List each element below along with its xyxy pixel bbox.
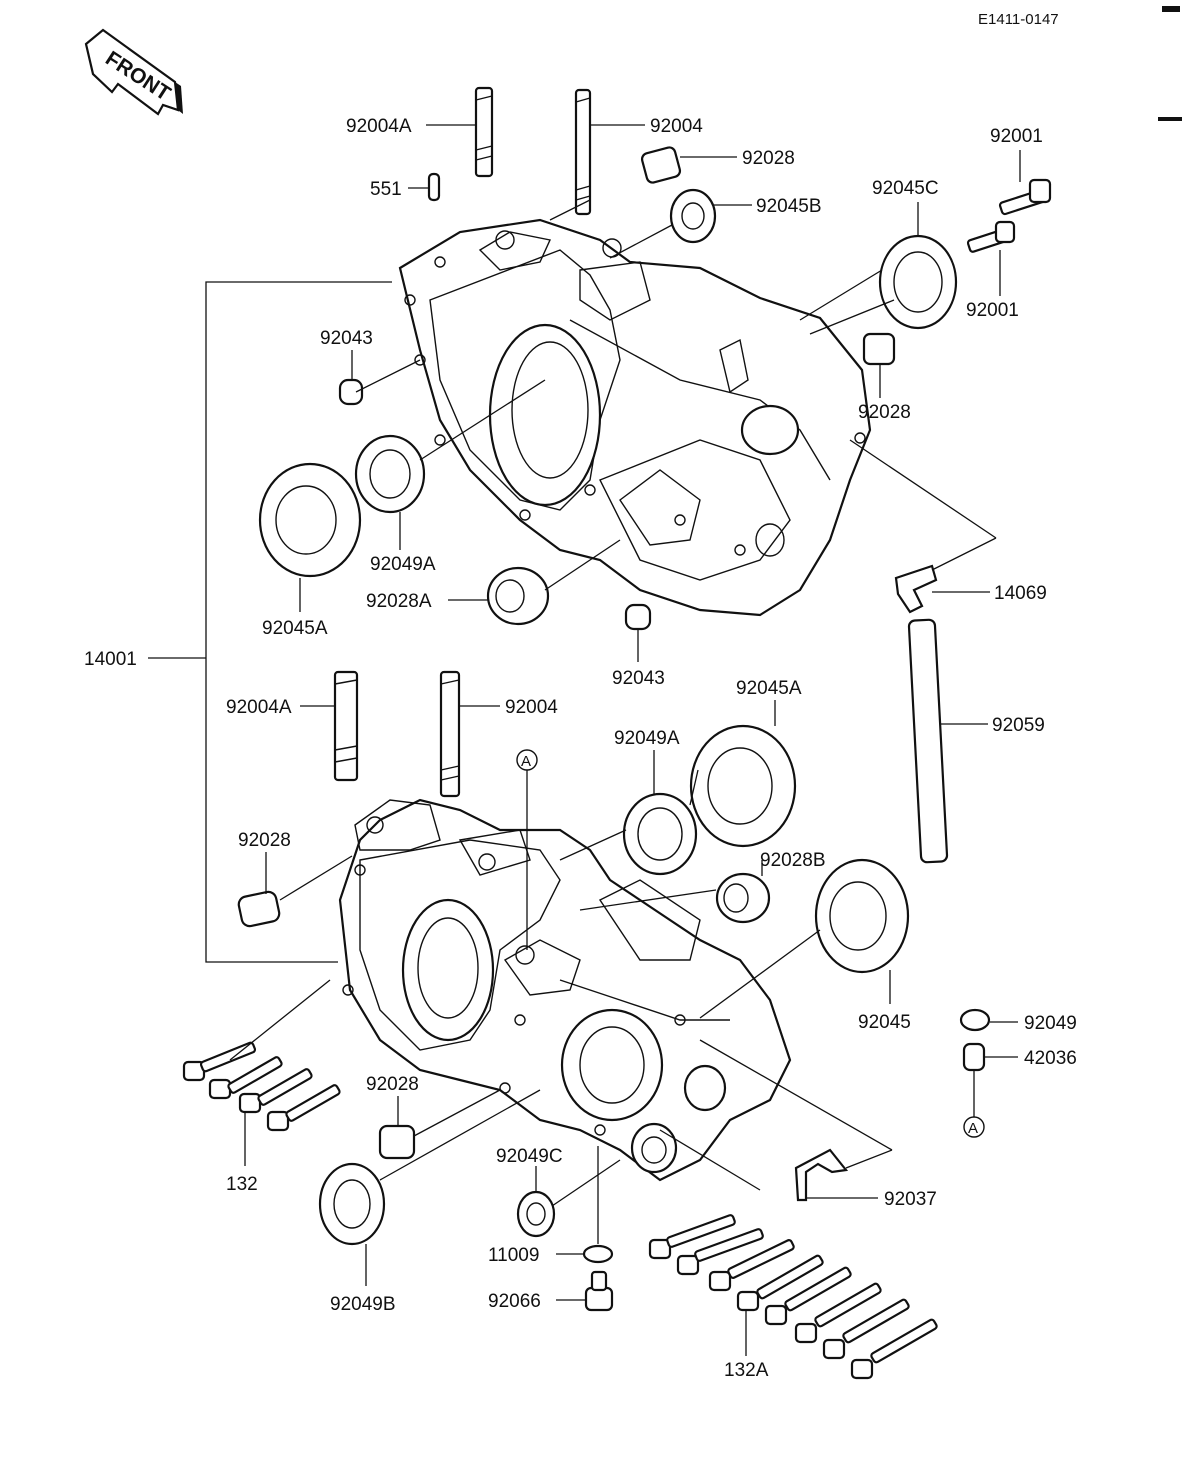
part-label-92028-left: 92028 [238,830,291,851]
bearing-92045A-upper [258,462,362,578]
part-label-551: 551 [370,179,402,200]
bearing-92045B [669,188,717,244]
reference-marker-a-label: A [521,753,531,770]
part-label-92028A: 92028A [366,591,432,612]
part-label-92004-bot: 92004 [505,697,558,718]
part-label-92045: 92045 [858,1012,911,1033]
washer-11009 [582,1244,614,1264]
reference-marker-a-upper: A [516,749,538,950]
part-label-92045B: 92045B [756,196,822,217]
oil-seal-92049A-upper [354,434,426,514]
part-label-92028-top: 92028 [742,148,795,169]
part-label-42036: 42036 [1024,1048,1077,1069]
crankcase-set-bracket [148,281,392,963]
part-label-92059: 92059 [992,715,1045,736]
bolt-92001-mid [966,220,1016,253]
lower-crankcase-half [338,798,792,1182]
bearing-92045A-lower [689,724,797,848]
part-label-92028B: 92028B [760,850,826,871]
dowel-92028-top [640,146,682,184]
stud-92004-upper [574,88,592,216]
part-label-92049: 92049 [1024,1013,1077,1034]
collar-42036 [962,1042,986,1072]
pin-551 [427,172,441,202]
part-label-132A: 132A [724,1360,769,1381]
collar-92028A [486,566,550,626]
part-label-92004A-bot: 92004A [226,697,292,718]
front-arrow-icon: FRONT [84,28,183,116]
part-label-92043-top: 92043 [320,328,373,349]
oil-seal-92049A-lower [622,792,698,876]
clamp-92037 [794,1148,849,1202]
part-label-92028-low: 92028 [366,1074,419,1095]
part-label-11009: 11009 [488,1245,539,1266]
part-label-14001: 14001 [84,649,137,670]
part-label-14069: 14069 [994,583,1047,604]
part-label-92028-right: 92028 [858,402,911,423]
part-label-92045C: 92045C [872,178,939,199]
bolt-92001-top [998,178,1052,216]
bolt-set-132A [648,1214,938,1380]
dowel-92028-left [237,890,281,928]
reference-marker-a-lower: A [963,1070,985,1138]
part-label-92049C: 92049C [496,1146,563,1167]
dowel-92028-right [862,332,896,366]
bearing-92045 [814,858,910,974]
drain-plug-92066 [584,1270,614,1312]
elbow-fitting-14069 [894,564,938,614]
oil-seal-92049-small [959,1008,991,1032]
leader-lines [229,124,1021,1356]
bearing-92045C [878,234,958,330]
dowel-92028-low [378,1124,416,1160]
part-label-92045A-bot: 92045A [736,678,802,699]
upper-crankcase-half [398,218,872,617]
knock-pin-92043-bot [624,603,652,631]
bolt-set-132 [182,1041,341,1132]
stud-92004A-upper [474,86,494,178]
oil-seal-92049B [318,1162,386,1246]
part-label-92049A-bot: 92049A [614,728,680,749]
collar-92028B [715,872,771,924]
part-label-92004A-top: 92004A [346,116,412,137]
part-label-92001-top: 92001 [990,126,1043,147]
breather-tube-92059 [907,618,949,864]
page-edge-mark [1158,117,1182,121]
part-label-92049A-top: 92049A [370,554,436,575]
knock-pin-92043-top [338,378,364,406]
part-label-92001-mid: 92001 [966,300,1019,321]
page-edge-mark [1162,6,1180,12]
part-label-92066: 92066 [488,1291,541,1312]
part-label-92049B: 92049B [330,1294,396,1315]
stud-92004A-lower [333,670,359,782]
part-label-132: 132 [226,1174,258,1195]
document-code: E1411-0147 [978,11,1059,28]
oil-seal-92049C [516,1190,556,1238]
part-label-92045A-top: 92045A [262,618,328,639]
part-label-92043-bot: 92043 [612,668,665,689]
part-label-92037: 92037 [884,1189,937,1210]
stud-92004-lower [439,670,461,798]
reference-marker-a-label: A [968,1120,978,1137]
part-label-92004-top: 92004 [650,116,703,137]
